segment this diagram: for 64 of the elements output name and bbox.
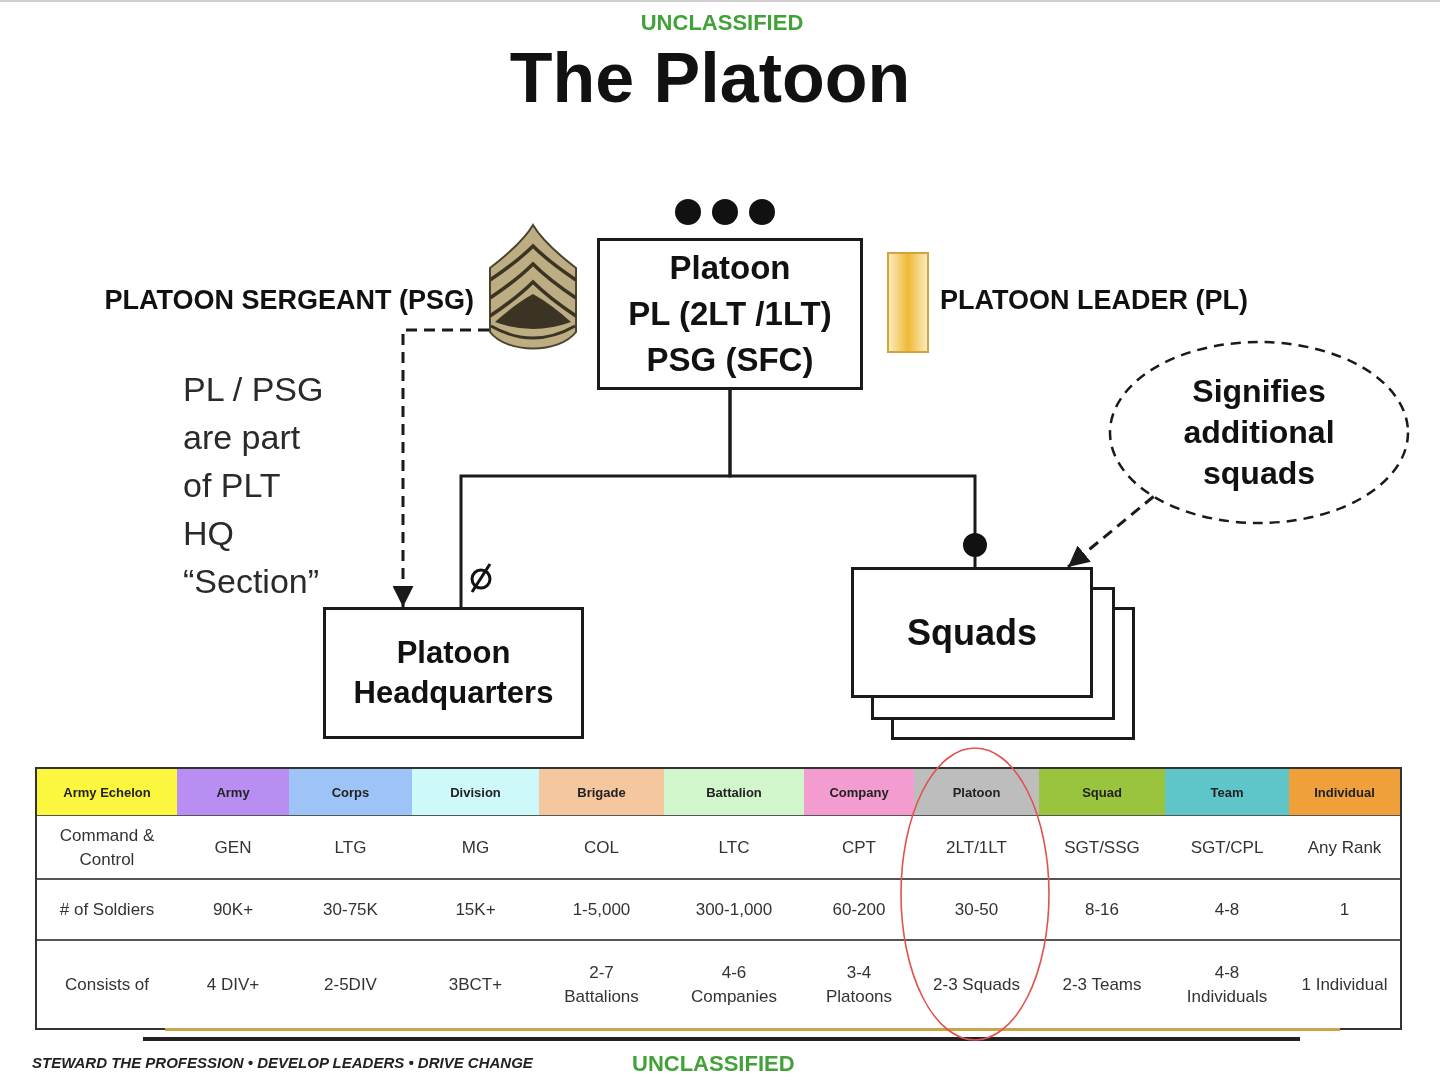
row-label: Command & Control [59, 824, 155, 871]
rank-label: PLATOON LEADER (PL) [940, 284, 1248, 316]
row-label: # of Soldiers [59, 899, 155, 921]
table-value: 4-8 [1214, 899, 1240, 921]
classification-marking: UNCLASSIFIED [640, 9, 804, 37]
table-value: 8-16 [1085, 899, 1119, 921]
dashed-ellipse [1108, 340, 1410, 525]
table-value: 90K+ [212, 899, 254, 921]
echelon-header: Army [177, 769, 289, 815]
table-value: 1 Individual [1301, 973, 1388, 996]
table-value: GEN [214, 836, 252, 859]
echelon-header: Team [1165, 769, 1289, 815]
table-value: 2-5DIV [324, 973, 377, 996]
dashed-arrow [392, 328, 489, 607]
echelon-header: Company [804, 769, 914, 815]
title: The Platoon [509, 38, 911, 118]
table-value: 3-4 Platoons [824, 961, 894, 1008]
rank-label: PLATOON SERGEANT (PSG) [104, 284, 474, 316]
box-label: PSG (SFC) [646, 340, 814, 380]
echelon-header: Corps [289, 769, 412, 815]
table-value: 3BCT+ [448, 973, 503, 996]
stacked-box [851, 567, 1093, 698]
table-value: Any Rank [1307, 836, 1382, 859]
box-label: Platoon Headquarters [352, 634, 555, 712]
echelon-header: Division [412, 769, 539, 815]
table-value: 30-50 [954, 899, 999, 921]
table-value: SGT/SSG [1064, 836, 1140, 859]
note-text: PL / PSG are part of PLT HQ “Section” [183, 369, 325, 602]
box-label: Squads [907, 610, 1037, 655]
table-value: LTC [718, 836, 750, 859]
row-label: Consists of [64, 973, 150, 996]
table-value: 4-8 Individuals [1185, 961, 1269, 1008]
echelon-header: Individual [1289, 769, 1400, 815]
echelon-header: Brigade [539, 769, 664, 815]
echelon-header: Squad [1039, 769, 1165, 815]
table-value: COL [584, 836, 619, 859]
table-value: SGT/CPL [1190, 836, 1264, 859]
echelon-header: Battalion [664, 769, 804, 815]
org-box [597, 238, 863, 390]
classification-marking: UNCLASSIFIED [632, 1050, 795, 1078]
table-value: 1 [1339, 899, 1350, 921]
table-value: MG [461, 836, 490, 859]
connector-line [728, 390, 977, 567]
table-value: 1-5,000 [572, 899, 631, 921]
table-value: 2LT/1LT [946, 836, 1007, 859]
echelon-header: Platoon [914, 769, 1039, 815]
dashed-arrow [1067, 495, 1155, 569]
table-value: 4-6 Companies [690, 961, 778, 1008]
table-value: 60-200 [832, 899, 886, 921]
table-value: CPT [842, 836, 876, 859]
box-label: PL (2LT /1LT) [628, 294, 832, 334]
table-value: LTG [334, 836, 367, 859]
org-box [323, 607, 584, 739]
table-value: 2-3 Squads [933, 973, 1020, 996]
table-value: 2-7 Battalions [563, 961, 640, 1008]
table-value: 4 DIV+ [206, 973, 260, 996]
footer-slogan: STEWARD THE PROFESSION • DEVELOP LEADERS • DRIVE CHANGE [32, 1053, 533, 1073]
box-label: Platoon [669, 248, 791, 288]
table-value: 2-3 Teams [1062, 973, 1142, 996]
echelon-header: Army Echelon [37, 769, 177, 815]
table-value: 300-1,000 [695, 899, 773, 921]
table-value: 15K+ [455, 899, 496, 921]
callout-text: Signifies additional squads [1182, 372, 1336, 493]
table-value: 30-75K [323, 899, 378, 921]
